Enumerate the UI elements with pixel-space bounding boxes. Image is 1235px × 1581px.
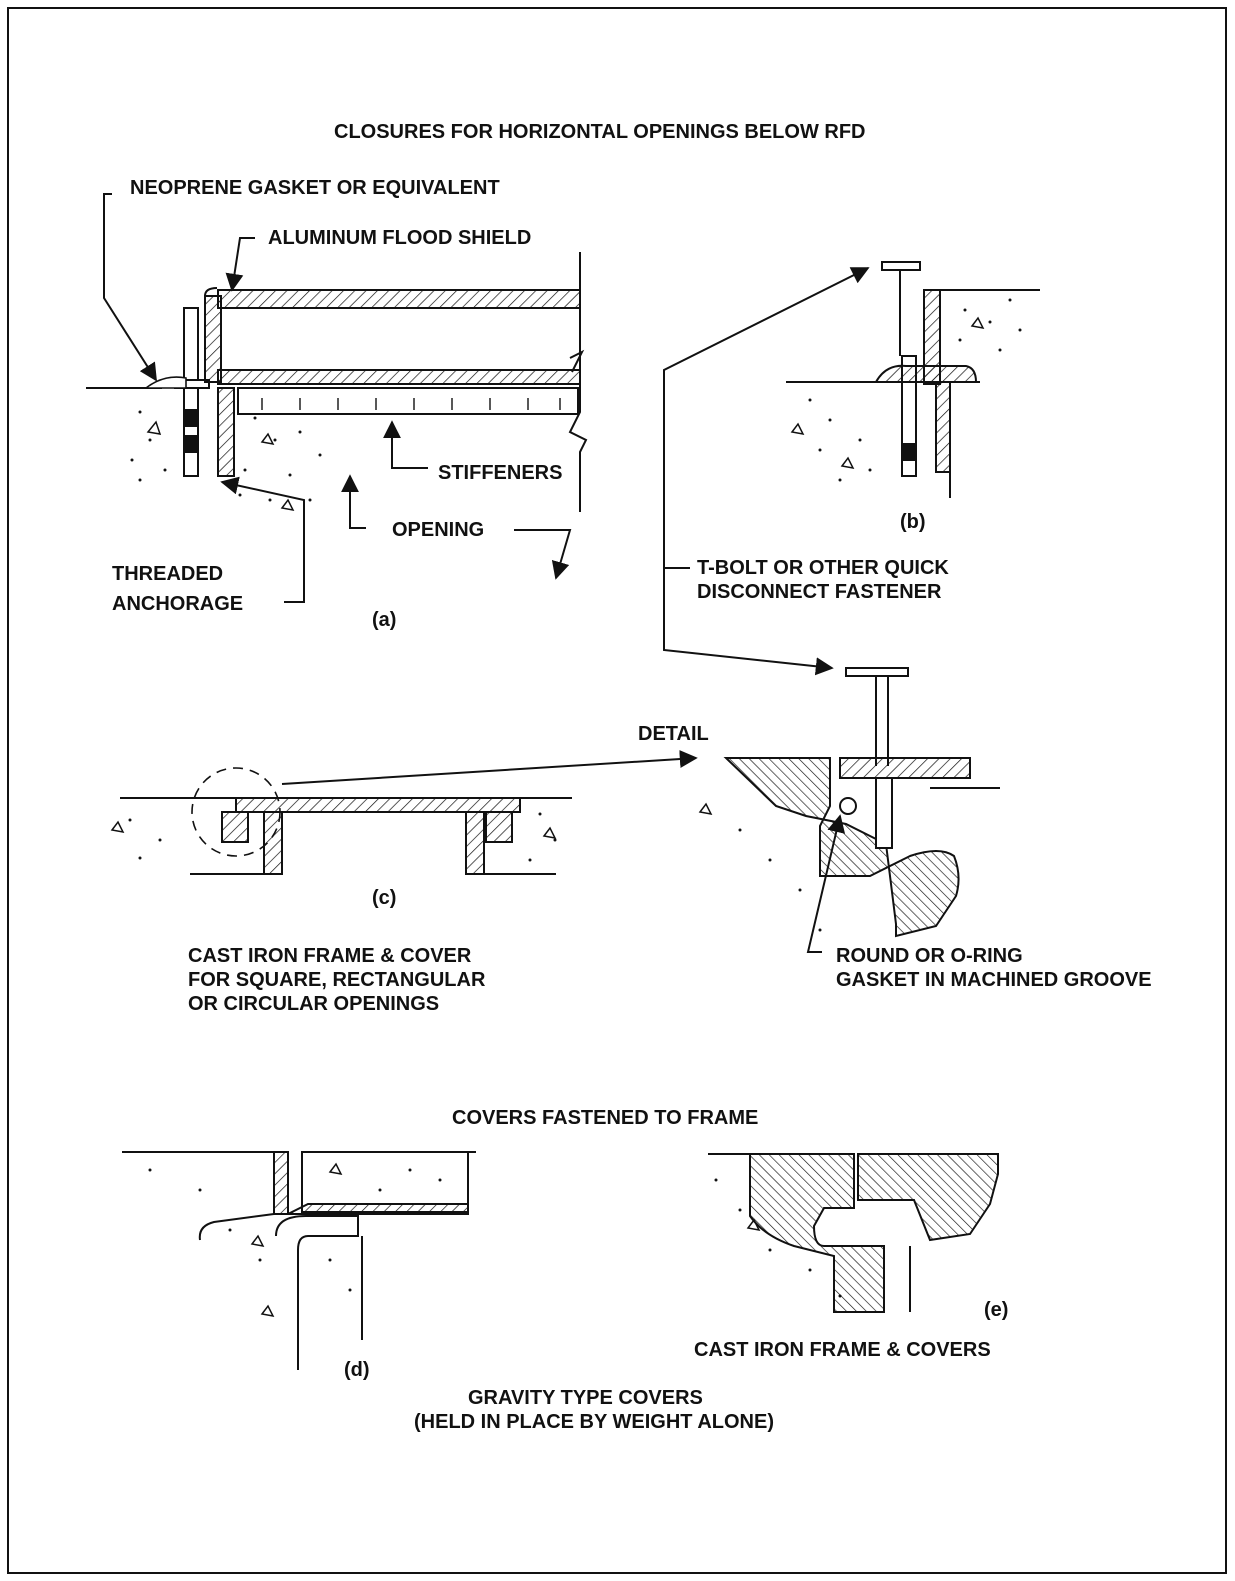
caption-b: (b) xyxy=(900,511,926,533)
caption-c: (c) xyxy=(372,887,397,909)
label-tbolt-2: DISCONNECT FASTENER xyxy=(697,581,942,603)
label-opening: OPENING xyxy=(392,519,485,541)
label-threaded-1: THREADED xyxy=(112,563,224,585)
label-neoprene-gasket: NEOPRENE GASKET OR EQUIVALENT xyxy=(130,177,500,199)
detail-b-drawing xyxy=(786,261,1040,498)
label-gravity-2: (HELD IN PLACE BY WEIGHT ALONE) xyxy=(414,1411,774,1433)
caption-d: (d) xyxy=(344,1359,370,1381)
page-border xyxy=(7,7,1227,1574)
detail-enlargement-drawing xyxy=(698,667,1000,938)
label-round-gasket-2: GASKET IN MACHINED GROOVE xyxy=(836,969,1152,991)
page-title: CLOSURES FOR HORIZONTAL OPENINGS BELOW R… xyxy=(334,121,866,143)
label-cast-iron-c-1: CAST IRON FRAME & COVER xyxy=(188,945,472,967)
label-tbolt-1: T-BOLT OR OTHER QUICK xyxy=(697,557,949,579)
detail-a-drawing xyxy=(86,252,588,512)
detail-d-drawing xyxy=(122,1151,476,1370)
label-aluminum-flood-shield: ALUMINUM FLOOD SHIELD xyxy=(268,227,532,249)
label-stiffeners: STIFFENERS xyxy=(438,462,563,484)
label-cast-iron-e: CAST IRON FRAME & COVERS xyxy=(694,1339,991,1361)
detail-leader xyxy=(281,750,698,785)
label-cast-iron-c-3: OR CIRCULAR OPENINGS xyxy=(188,993,440,1015)
leader-lines-a xyxy=(103,193,572,603)
caption-a: (a) xyxy=(372,609,397,631)
detail-e-drawing xyxy=(708,1153,999,1313)
concrete-dots-a xyxy=(130,410,322,502)
detail-c-drawing xyxy=(110,767,572,875)
round-gasket-leader xyxy=(806,814,846,953)
label-round-gasket-1: ROUND OR O-RING xyxy=(836,945,1023,967)
label-cast-iron-c-2: FOR SQUARE, RECTANGULAR xyxy=(188,969,486,991)
leader-lines-tbolt xyxy=(663,267,870,676)
caption-e: (e) xyxy=(984,1299,1009,1321)
label-gravity-1: GRAVITY TYPE COVERS xyxy=(468,1387,703,1409)
label-detail: DETAIL xyxy=(638,723,709,745)
label-threaded-2: ANCHORAGE xyxy=(112,593,244,615)
label-covers-fastened: COVERS FASTENED TO FRAME xyxy=(452,1107,759,1129)
